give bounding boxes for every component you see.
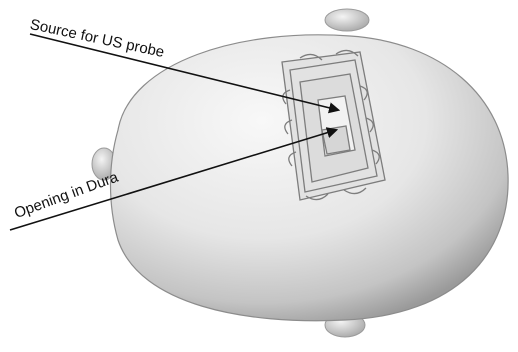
nose-shape (325, 9, 369, 31)
